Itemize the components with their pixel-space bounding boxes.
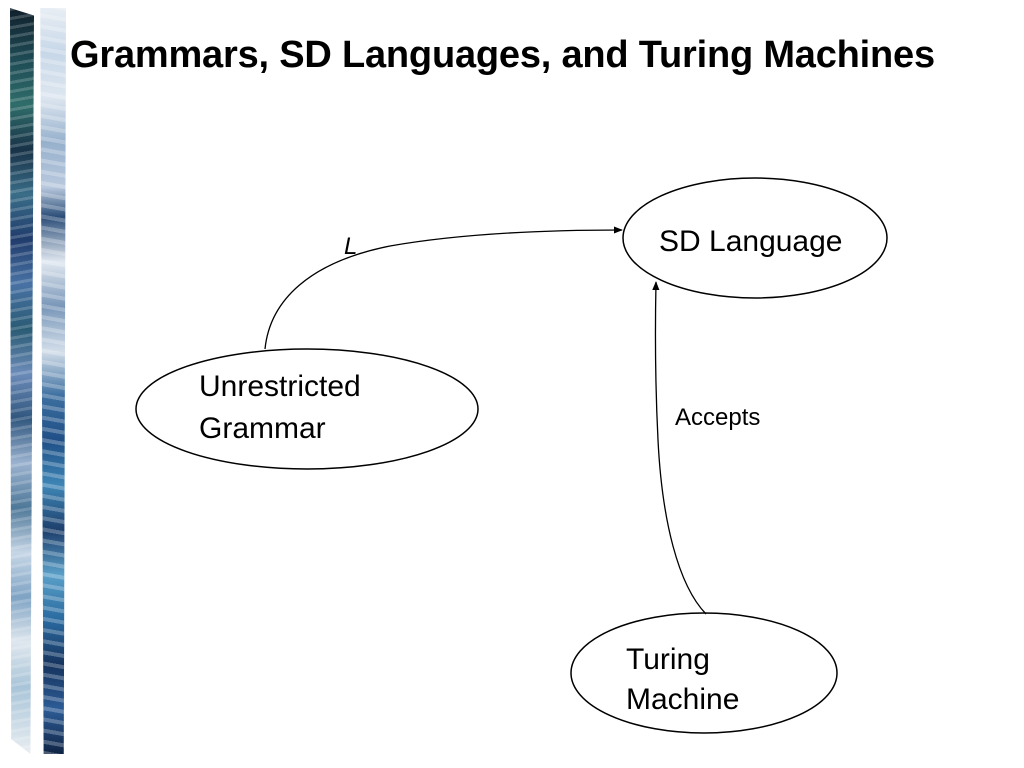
decorative-left-strip-2 (40, 8, 66, 754)
edge-machine-to-language-label: Accepts (675, 404, 760, 431)
edge-machine-to-language: Accepts (652, 281, 760, 615)
node-unrestricted-grammar-line-2: Grammar (199, 412, 326, 445)
edge-grammar-to-language-arrow (264, 226, 623, 350)
node-sd-language: SD Language (622, 177, 888, 299)
node-turing-machine-label: Turing Machine (626, 643, 739, 716)
node-turing-machine: Turing Machine (570, 612, 838, 734)
node-turing-machine-shape (570, 612, 838, 734)
node-unrestricted-grammar-label: Unrestricted Grammar (199, 370, 369, 445)
node-turing-machine-line-1: Turing (626, 643, 710, 676)
node-unrestricted-grammar-line-1: Unrestricted (199, 370, 361, 403)
node-sd-language-shape (622, 177, 888, 299)
node-sd-language-label: SD Language (659, 225, 843, 258)
node-sd-language-line-1: SD Language (659, 225, 843, 258)
slide-title: Grammars, SD Languages, and Turing Machi… (70, 34, 935, 76)
edge-grammar-to-language: L (264, 226, 623, 350)
edge-grammar-to-language-label: L (344, 233, 357, 260)
decorative-left-strip (10, 8, 34, 754)
node-turing-machine-line-2: Machine (626, 683, 739, 716)
edge-machine-to-language-arrow (652, 281, 707, 615)
node-unrestricted-grammar: Unrestricted Grammar (135, 348, 479, 470)
node-unrestricted-grammar-shape (135, 348, 479, 470)
